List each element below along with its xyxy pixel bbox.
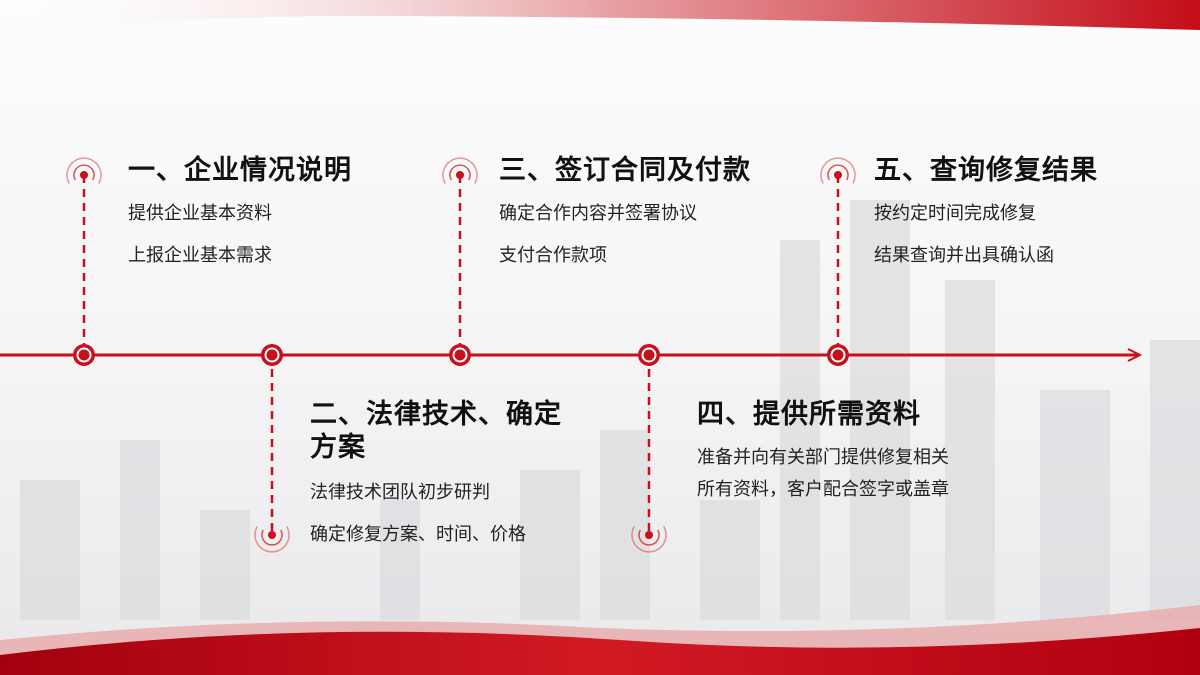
step-detail: 按约定时间完成修复	[874, 203, 1036, 224]
timeline-node-ring	[76, 347, 92, 363]
signal-arc	[73, 164, 95, 181]
signal-arc	[261, 529, 283, 546]
step-title: 三、签订合同及付款	[499, 155, 751, 186]
step-title: 方案	[310, 432, 366, 463]
step-detail: 支付合作款项	[499, 245, 607, 266]
signal-icon	[645, 531, 653, 539]
timeline-node	[638, 344, 660, 366]
step-title: 一、企业情况说明	[128, 155, 352, 186]
step-title: 五、查询修复结果	[874, 155, 1098, 186]
step-detail: 确定修复方案、时间、价格	[310, 524, 526, 545]
timeline-node-ring	[264, 347, 280, 363]
signal-arc	[638, 529, 660, 546]
step-detail: 准备并向有关部门提供修复相关	[697, 447, 949, 468]
signal-icon	[80, 171, 88, 179]
step-detail: 确定合作内容并签署协议	[499, 203, 697, 224]
top-band	[0, 0, 1200, 40]
signal-icon	[268, 531, 276, 539]
signal-arc	[631, 526, 667, 553]
timeline-node	[73, 344, 95, 366]
signal-arc	[442, 157, 478, 184]
timeline-node-ring	[830, 347, 846, 363]
step-title: 二、法律技术、确定	[310, 399, 562, 430]
step-detail: 所有资料，客户配合签字或盖章	[697, 479, 949, 500]
signal-arc	[820, 157, 856, 184]
timeline-node-ring	[452, 347, 468, 363]
timeline-node	[449, 344, 471, 366]
bottom-wave	[0, 628, 1200, 675]
step-title: 四、提供所需资料	[697, 399, 921, 430]
timeline	[0, 348, 1143, 362]
timeline-node-ring	[641, 347, 657, 363]
timeline-node	[827, 344, 849, 366]
signal-icon	[456, 171, 464, 179]
signal-arc	[254, 526, 290, 553]
signal-arc	[827, 164, 849, 181]
signal-arc	[449, 164, 471, 181]
skyline	[20, 200, 1200, 620]
signal-icon	[834, 171, 842, 179]
step-detail: 上报企业基本需求	[128, 245, 272, 266]
step-detail: 结果查询并出具确认函	[874, 245, 1054, 266]
timeline-node	[261, 344, 283, 366]
step-detail: 提供企业基本资料	[128, 203, 272, 224]
signal-arc	[66, 157, 102, 184]
step-detail: 法律技术团队初步研判	[310, 482, 490, 503]
